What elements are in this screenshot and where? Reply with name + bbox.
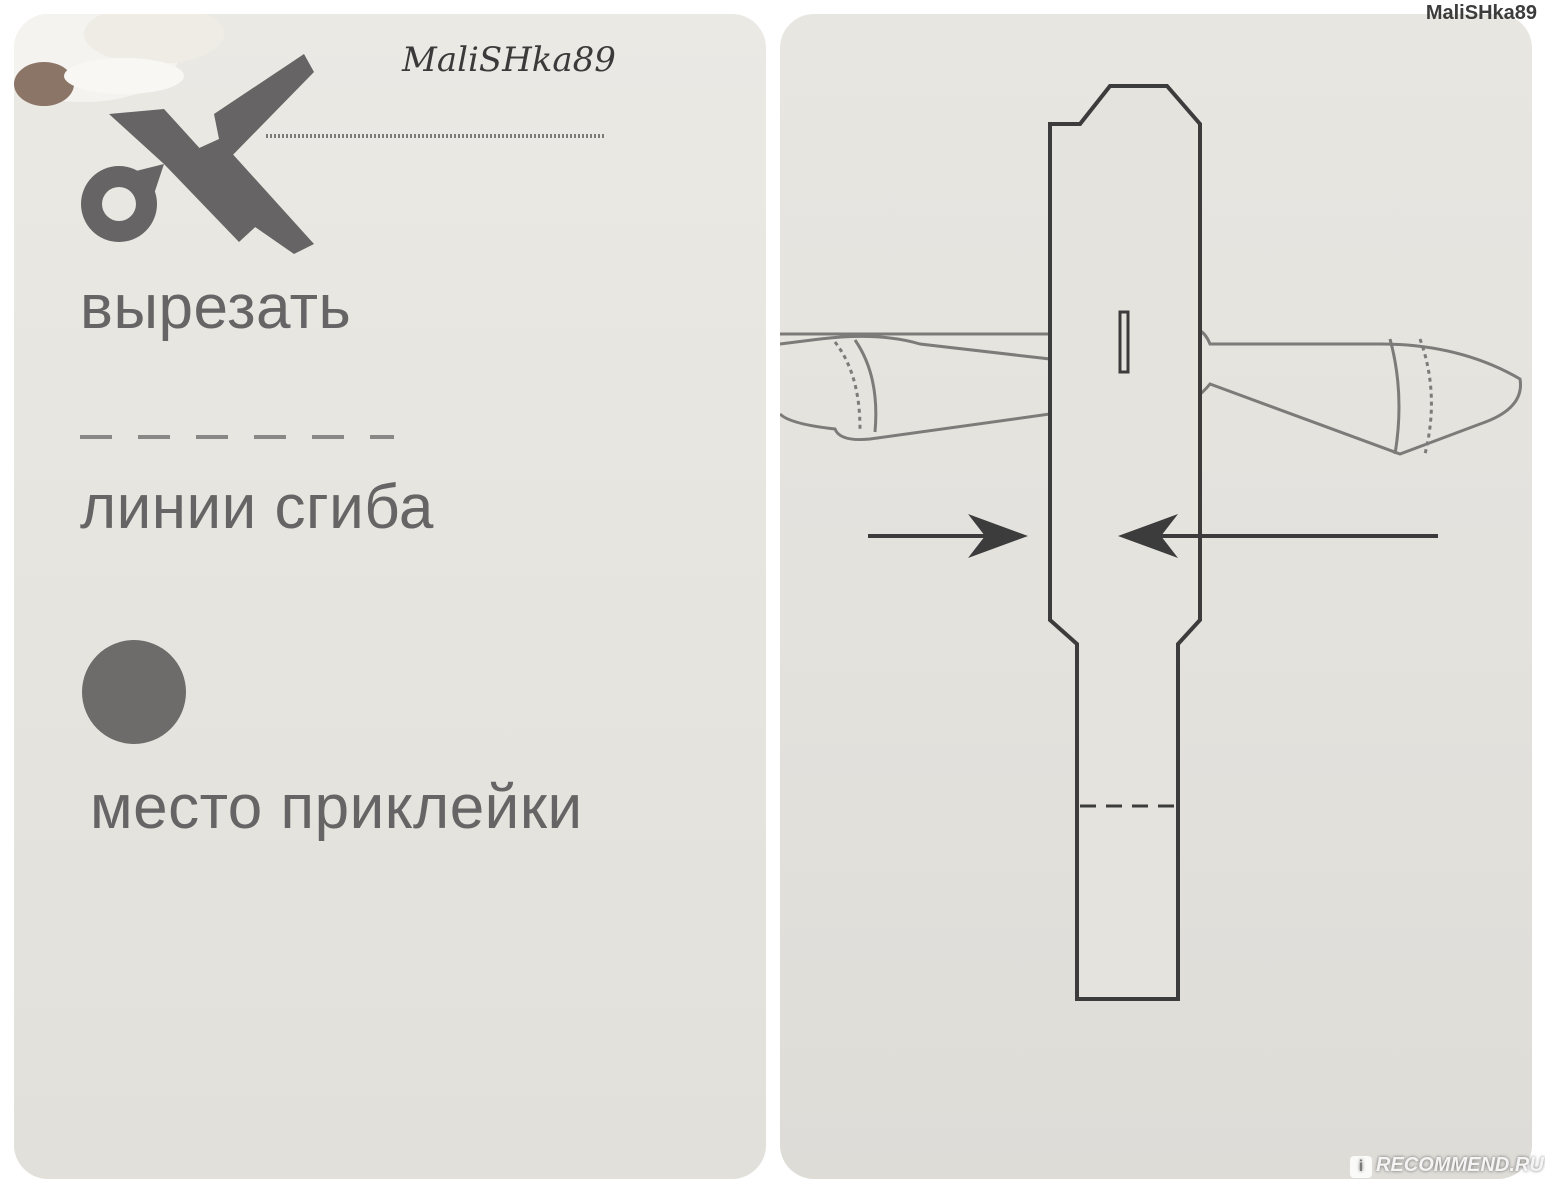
scissors-icon (81, 54, 314, 254)
glue-label: место приклейки (90, 773, 583, 842)
cut-label: вырезать (80, 273, 352, 342)
watermark-text: RECOMMEND.RU (1376, 1154, 1544, 1176)
watermark-badge-icon: i (1350, 1156, 1372, 1178)
fur-decoration (14, 14, 224, 106)
corner-username: MaliSHka89 (1425, 2, 1537, 24)
legend-graphics (14, 14, 606, 744)
signature: MaliSHka89 (402, 40, 616, 80)
strip-outline (1048, 84, 1202, 1001)
rabbit-ears-drawing (780, 326, 1522, 456)
slot (1118, 310, 1130, 374)
glue-dot-icon (82, 640, 186, 744)
assembly-diagram (780, 14, 1532, 1179)
arrow-right-icon (868, 514, 1028, 558)
diagram-graphics (780, 84, 1522, 1001)
legend-card: MaliSHka89 вырезать линии сгиба место пр… (14, 14, 766, 1179)
arrow-left-icon (1118, 514, 1438, 558)
fold-label: линии сгиба (80, 473, 434, 542)
